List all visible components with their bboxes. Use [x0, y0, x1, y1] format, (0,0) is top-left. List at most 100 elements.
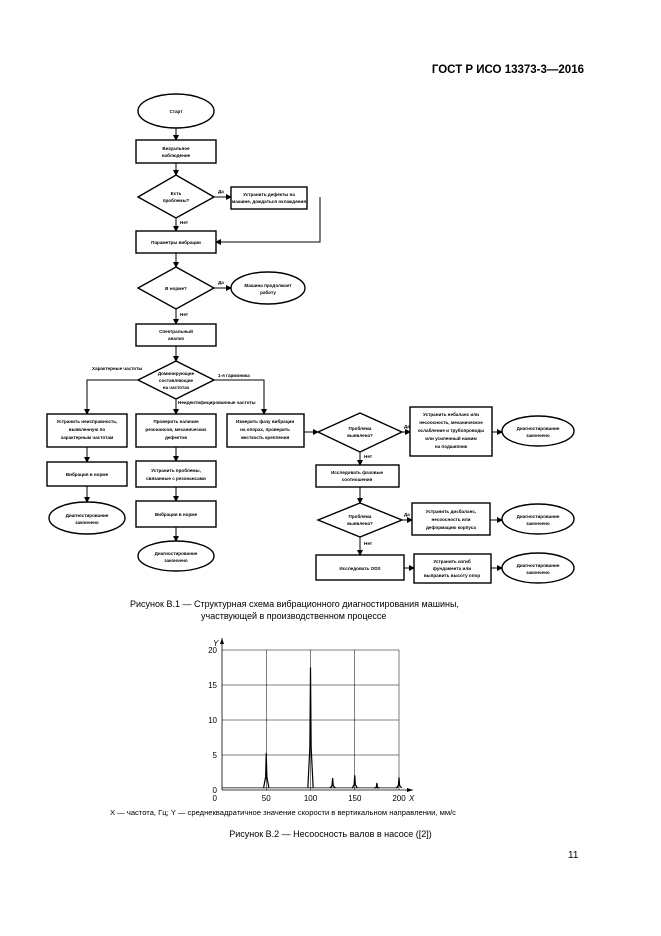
misalign-done-terminal	[501, 415, 575, 447]
spectrum-peak	[307, 667, 314, 788]
resonance-label-1: Устранить проблемы,	[151, 467, 201, 473]
figure-b1-caption-line-2: участвующей в производственном процессе	[201, 611, 387, 621]
normal-label: В норме?	[165, 286, 187, 291]
flowchart: Старт Визуальное наблюдение Есть проблем…	[46, 93, 575, 584]
measure-phase-label-1: Измерить фазу вибрации	[236, 418, 295, 424]
check-box	[135, 413, 217, 448]
left-done-label-1: Диагностирование	[66, 513, 109, 518]
start-label: Старт	[169, 109, 183, 114]
phase-q-label-1: Проблема	[349, 513, 372, 519]
fix-defects-box	[230, 186, 308, 210]
phase-label-1: Исследовать фазовые	[331, 469, 384, 475]
page-number: 11	[568, 850, 579, 861]
misalign-done-label-2: закончено	[526, 433, 550, 438]
spectral-box	[135, 323, 217, 347]
misalign-fix-label-5: на подшипник	[435, 444, 468, 449]
branch-left-label: Характерные частоты	[92, 366, 142, 371]
phase-box	[315, 464, 400, 488]
misalign-label-1: Проблема	[349, 425, 372, 431]
eliminate-label-1: Устранить неисправность,	[57, 419, 118, 424]
no-label-1: Нет	[180, 220, 189, 225]
dominant-label-2: составляющие	[159, 378, 194, 383]
visual-box	[135, 139, 217, 164]
final-done-label-1: Диагностирование	[517, 563, 560, 568]
misalign-fix-box	[409, 406, 493, 457]
chart-axes	[220, 638, 413, 792]
figure-b2-caption: Рисунок В.2 — Несоосность валов в насосе…	[229, 829, 432, 839]
y-axis-label: Y	[213, 639, 219, 648]
broken-decision	[136, 174, 216, 219]
normal-decision	[136, 266, 216, 310]
yes-label-1: Да	[218, 189, 224, 194]
no-label-2: Нет	[180, 312, 189, 317]
dominant-label-3: на частотах	[163, 385, 190, 390]
misalign-decision	[316, 412, 404, 453]
figure-b1-caption-line-1: Рисунок В.1 — Структурная схема вибрацио…	[130, 599, 459, 609]
phase-fix-label-1: Устранить дисбаланс,	[426, 508, 476, 514]
spectrum-peak	[351, 775, 358, 789]
left-done-label-2: закончено	[75, 520, 99, 525]
y-tick-label: 5	[213, 751, 218, 760]
vib-params-label: Параметры вибрации	[151, 239, 201, 245]
phase-done-label-2: закончено	[526, 521, 550, 526]
mid-done-label-2: закончено	[164, 558, 188, 563]
yes-label-2: Да	[218, 280, 224, 285]
figure-b1-caption: Рисунок В.1 — Структурная схема вибрацио…	[130, 598, 590, 622]
x-tick-label: 100	[304, 794, 318, 803]
x-axis-label: X	[408, 794, 415, 803]
y-tick-label: 20	[208, 646, 217, 655]
vib-params-box	[135, 230, 217, 254]
y-axis-arrow	[220, 638, 224, 644]
y-tick-label: 0	[213, 786, 218, 795]
x-tick-label: 200	[392, 794, 406, 803]
phase-done-label-1: Диагностирование	[517, 514, 560, 519]
branch-mid-label: Неидентифицированные частоты	[178, 399, 256, 405]
dominant-decision	[136, 360, 216, 400]
fix-defects-label-1: Устранить дефекты на	[243, 191, 295, 197]
mid-done-terminal	[137, 540, 215, 572]
misalign-fix-label-2: несоосность, механическое	[419, 420, 483, 425]
phase-fix-box	[411, 502, 491, 536]
phase-fix-label-2: несоосность или	[432, 517, 471, 522]
spectrum-peak	[374, 782, 380, 789]
misalign-fix-label-1: Устранить небаланс или	[423, 411, 479, 417]
final-done-label-2: закончено	[526, 570, 550, 575]
measure-phase-label-2: на опорах, проверить	[240, 427, 290, 432]
broken-label-2: проблемы?	[163, 197, 190, 203]
eliminate-label-2: выявленную по	[69, 427, 106, 432]
phase-label-2: соотношения	[342, 477, 373, 482]
continue-label-2: работу	[260, 289, 276, 295]
phase-decision	[316, 502, 404, 538]
branch-right-label: 1-я гармоника	[218, 373, 250, 378]
mid-normal-box	[135, 500, 217, 528]
final-box	[413, 553, 492, 584]
eliminate-box	[46, 413, 128, 448]
misalign-label-2: выявлена?	[347, 433, 373, 438]
broken-label-1: Есть	[171, 191, 182, 196]
misalign-fix-label-3: ослабление и трубопроводы	[418, 427, 484, 433]
final-label-3: выправить высоту опор	[424, 573, 480, 578]
chart-legend-text: X — частота, Гц; Y — среднеквадратичное …	[110, 808, 456, 817]
phase-done-terminal	[501, 503, 575, 535]
document-header: ГОСТ Р ИСО 13373-3—2016	[431, 64, 584, 76]
measure-phase-box	[226, 413, 305, 448]
resonance-box	[135, 460, 217, 488]
left-normal-box	[46, 461, 128, 487]
misalign-done-label-1: Диагностирование	[517, 426, 560, 431]
misalign-fix-label-4: или усиленный нажим	[425, 435, 477, 441]
mid-done-label-1: Диагностирование	[155, 551, 198, 556]
visual-label-1: Визуальное	[162, 146, 190, 151]
ods-label: Исследовать ODS	[339, 566, 380, 571]
continue-label-1: Машина продолжает	[244, 283, 292, 288]
check-label-3: дефектов	[165, 434, 187, 440]
ods-box	[315, 554, 405, 581]
yes-label-4: Да	[404, 512, 410, 517]
start-terminal	[137, 93, 215, 129]
no-label-3: Нет	[364, 454, 373, 459]
spectral-label-2: анализ	[168, 336, 185, 341]
mid-normal-label: Вибрация в норме	[155, 511, 198, 517]
x-tick-label: 0	[213, 794, 218, 803]
spectrum-peak	[263, 752, 270, 789]
